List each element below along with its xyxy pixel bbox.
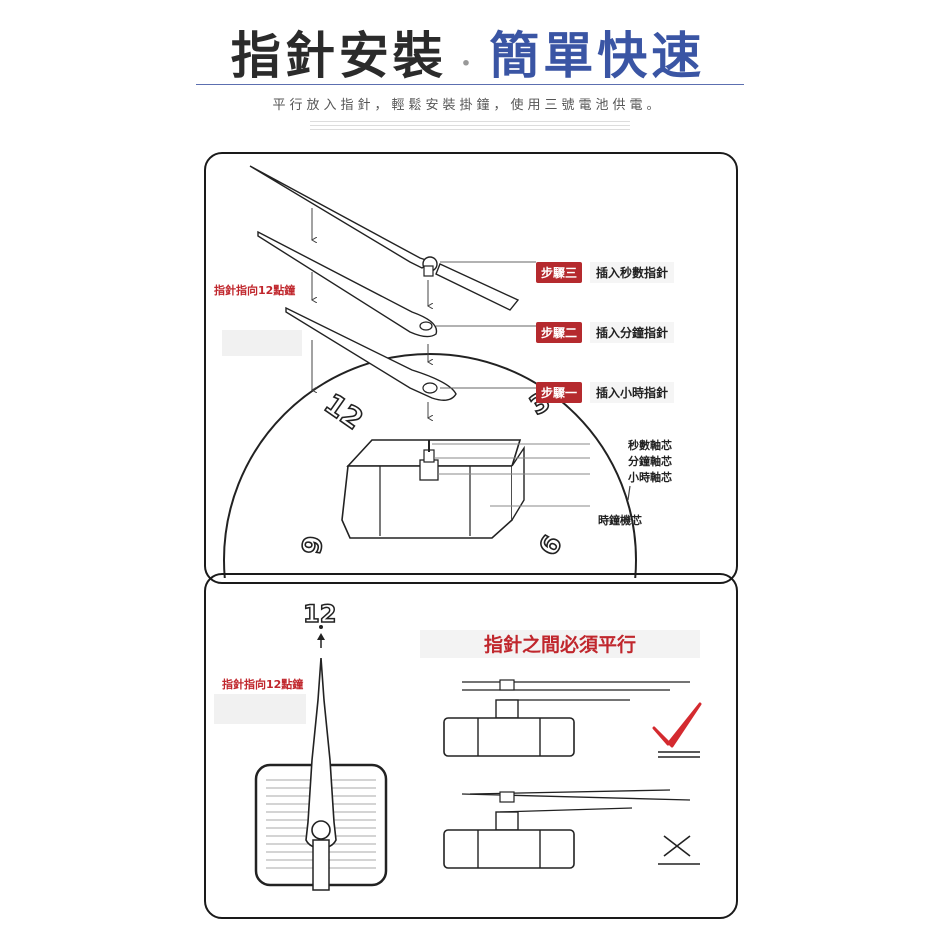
minute-axis-label: 分鐘軸芯 [628, 455, 672, 468]
check-icon [652, 702, 702, 748]
bottom-diagram: 12 [254, 599, 702, 891]
movement-side-wrong [443, 829, 575, 869]
alignment-panel [204, 573, 738, 919]
step-three-text: 插入秒數指針 [590, 261, 675, 283]
fine-print-decoration [310, 118, 630, 132]
title-separator: · [460, 46, 476, 81]
twelve-label: 12 [303, 600, 336, 628]
title-right: 簡單快速 [489, 26, 706, 85]
clock-movement [341, 439, 525, 539]
shade-block [222, 330, 302, 356]
step-two-badge: 步驟二 [536, 321, 583, 343]
dial-number-6: 6 [534, 530, 569, 561]
movement-side-correct [443, 717, 575, 757]
step-three: 步驟三 插入秒數指針 [536, 261, 675, 283]
dial-number-12: 12 [318, 387, 369, 436]
step-two-text: 插入分鐘指針 [590, 321, 675, 343]
second-hand-tail [435, 263, 520, 311]
hour-hand [285, 306, 457, 401]
step-one-badge: 步驟一 [536, 381, 583, 403]
dial-number-9: 9 [297, 534, 330, 557]
parallel-title: 指針之間必須平行 [420, 630, 700, 658]
step-three-badge: 步驟三 [536, 261, 583, 283]
step-one-text: 插入小時指針 [590, 381, 675, 403]
movement-label: 時鐘機芯 [598, 514, 642, 527]
title-underline [196, 84, 744, 85]
title-left: 指針安裝 [230, 26, 447, 85]
page-title: 指針安裝 · 簡單快速 [0, 16, 936, 88]
shade-block-bottom [214, 694, 306, 724]
step-one: 步驟一 插入小時指針 [536, 381, 675, 403]
pointer-note-top: 指針指向12點鐘 [214, 284, 296, 297]
second-axis-label: 秒數軸芯 [628, 439, 672, 452]
second-hand [249, 165, 434, 269]
pointer-note-bottom: 指針指向12點鐘 [222, 678, 304, 691]
hour-axis-label: 小時軸芯 [628, 471, 672, 484]
clock-dial [223, 353, 637, 578]
minute-hand [257, 230, 438, 338]
subtitle: 平行放入指針，輕鬆安裝掛鐘，使用三號電池供電。 [272, 98, 664, 113]
step-two: 步驟二 插入分鐘指針 [536, 321, 675, 343]
